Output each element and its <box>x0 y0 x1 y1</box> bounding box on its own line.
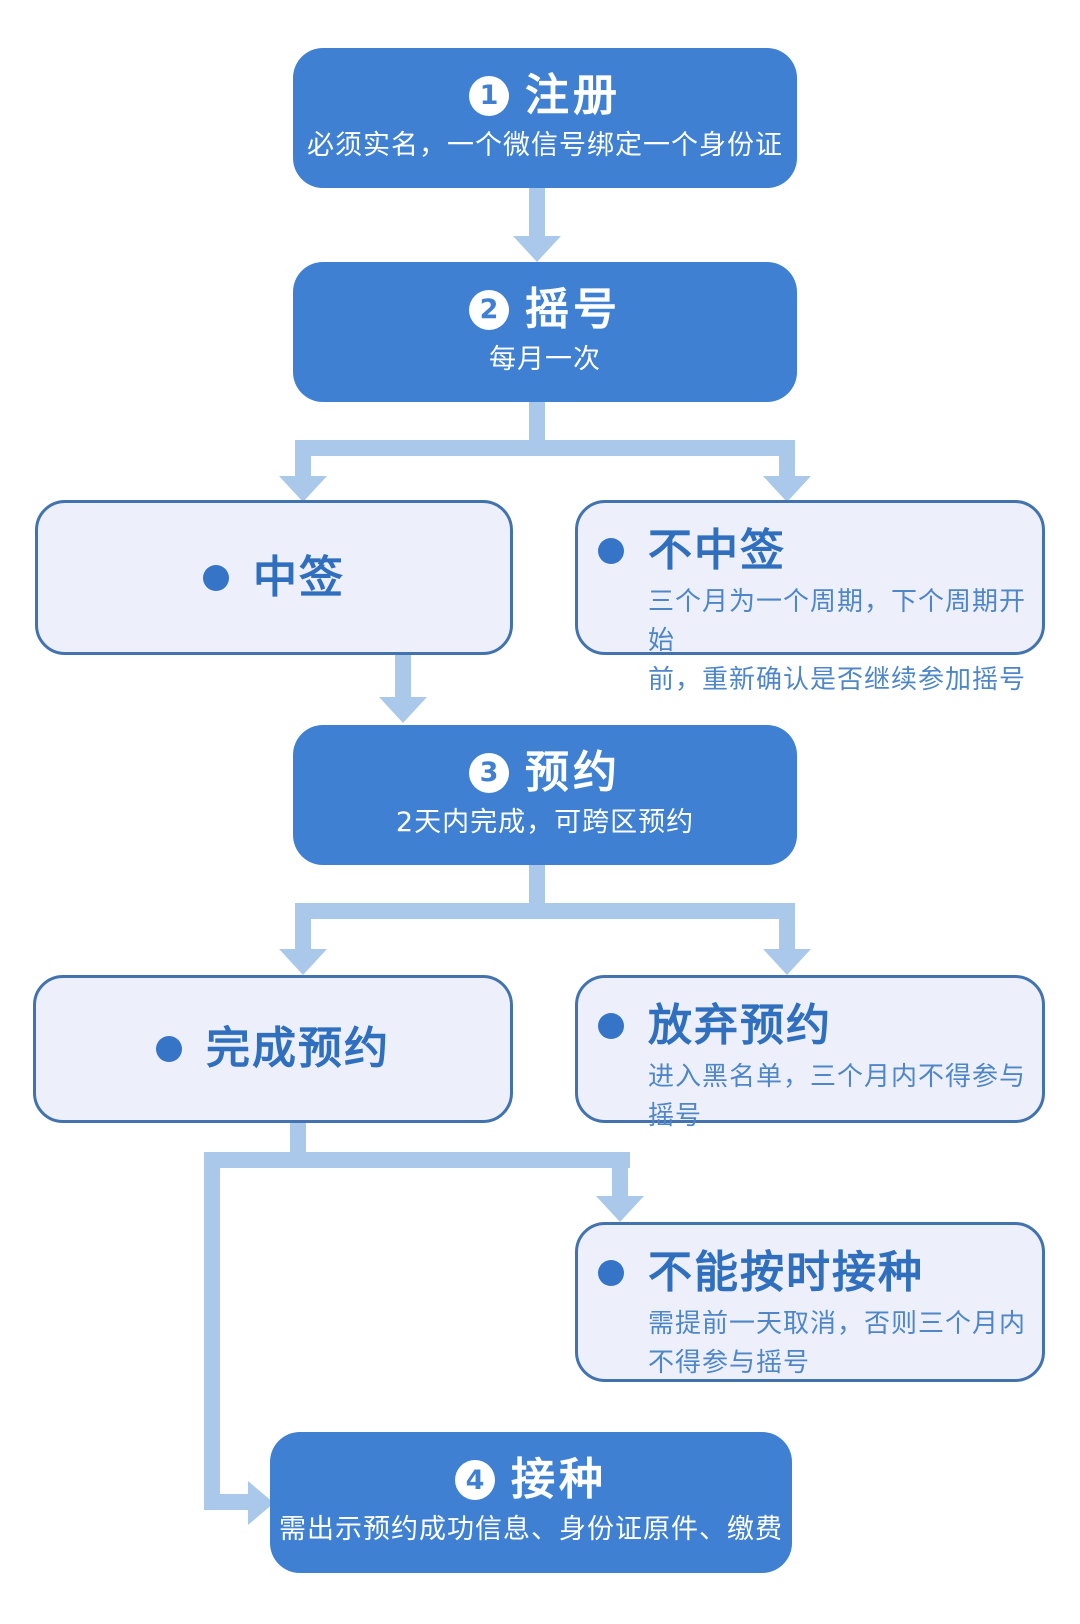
arrow-down-icon <box>379 697 427 723</box>
connector-lottery-to-win-line <box>295 456 311 476</box>
step-lottery-title-row: 2 摇号 <box>469 283 621 335</box>
step-vaccinate-title: 接种 <box>511 1454 607 1506</box>
step-register-box: 1 注册 必须实名，一个微信号绑定一个身份证 <box>293 48 797 188</box>
connector-win-to-appointment-line <box>395 655 411 697</box>
outcome-miss-note: 需提前一天取消，否则三个月内 不得参与摇号 <box>648 1309 1027 1378</box>
outcome-complete-box: 完成预约 <box>33 975 513 1123</box>
bullet-icon <box>598 538 624 564</box>
step-lottery-title: 摇号 <box>525 283 621 335</box>
step-2-number-badge: 2 <box>469 289 509 330</box>
arrow-down-icon <box>596 1196 644 1222</box>
step-register-subtitle: 必须实名，一个微信号绑定一个身份证 <box>307 129 783 161</box>
step-lottery-subtitle: 每月一次 <box>489 343 601 375</box>
step-appointment-box: 3 预约 2天内完成，可跨区预约 <box>293 725 797 865</box>
outcome-abandon-title-row: 放弃预约 <box>598 1004 1028 1048</box>
outcome-miss-title-row: 不能按时接种 <box>598 1251 1028 1295</box>
arrow-down-icon <box>763 949 811 975</box>
step-register-title-row: 1 注册 <box>469 69 621 121</box>
connector-lottery-to-lose-line <box>779 456 795 476</box>
step-appointment-title: 预约 <box>525 746 621 798</box>
step-1-number-badge: 1 <box>469 75 509 116</box>
outcome-abandon-box: 放弃预约 进入黑名单，三个月内不得参与 摇号 <box>575 975 1045 1131</box>
connector-lottery-stub <box>529 402 545 440</box>
outcome-lose-title-row: 不中签 <box>598 529 1028 573</box>
arrow-down-icon <box>279 476 327 502</box>
outcome-complete-title-row: 完成预约 <box>156 1027 390 1071</box>
step-3-number-badge: 3 <box>469 752 509 793</box>
step-appointment-subtitle: 2天内完成，可跨区预约 <box>395 806 695 838</box>
outcome-miss-title: 不能按时接种 <box>648 1247 924 1298</box>
step-vaccinate-box: 4 接种 需出示预约成功信息、身份证原件、缴费 <box>270 1432 792 1573</box>
bullet-icon <box>598 1260 624 1286</box>
arrow-right-icon <box>248 1481 274 1525</box>
connector-appointment-to-abandon-line <box>779 919 795 949</box>
step-vaccinate-subtitle: 需出示预约成功信息、身份证原件、缴费 <box>279 1514 783 1546</box>
step-appointment-title-row: 3 预约 <box>469 746 621 798</box>
connector-complete-to-vaccinate-vline <box>204 1168 220 1510</box>
outcome-abandon-note: 进入黑名单，三个月内不得参与 摇号 <box>648 1062 1027 1131</box>
arrow-down-icon <box>513 236 561 262</box>
bullet-icon <box>598 1013 624 1039</box>
connector-appointment-split-bar <box>295 903 795 919</box>
bullet-icon <box>203 564 229 591</box>
outcome-miss-box: 不能按时接种 需提前一天取消，否则三个月内 不得参与摇号 <box>575 1222 1045 1382</box>
arrow-down-icon <box>279 949 327 975</box>
connector-register-to-lottery-line <box>529 188 545 236</box>
outcome-lose-note: 三个月为一个周期，下个周期开始 前，重新确认是否继续参加摇号 <box>648 587 1027 695</box>
connector-complete-to-miss-line <box>612 1168 628 1196</box>
outcome-win-title-row: 中签 <box>203 551 345 603</box>
step-vaccinate-title-row: 4 接种 <box>455 1458 607 1502</box>
outcome-complete-title: 完成预约 <box>206 1023 390 1074</box>
outcome-abandon-title: 放弃预约 <box>648 1000 832 1051</box>
outcome-win-title: 中签 <box>253 551 345 603</box>
outcome-lose-title: 不中签 <box>648 525 786 576</box>
outcome-win-box: 中签 <box>35 500 513 655</box>
connector-appointment-to-complete-line <box>295 919 311 949</box>
connector-appointment-stub <box>529 865 545 903</box>
connector-complete-stub <box>290 1123 306 1152</box>
connector-complete-to-vaccinate-hline <box>220 1494 248 1510</box>
arrow-down-icon <box>763 476 811 502</box>
step-lottery-box: 2 摇号 每月一次 <box>293 262 797 402</box>
outcome-lose-box: 不中签 三个月为一个周期，下个周期开始 前，重新确认是否继续参加摇号 <box>575 500 1045 695</box>
connector-lottery-split-bar <box>295 440 795 456</box>
step-register-title: 注册 <box>525 69 621 121</box>
step-4-number-badge: 4 <box>455 1460 495 1501</box>
connector-complete-split-bar <box>204 1152 630 1168</box>
bullet-icon <box>156 1036 182 1062</box>
